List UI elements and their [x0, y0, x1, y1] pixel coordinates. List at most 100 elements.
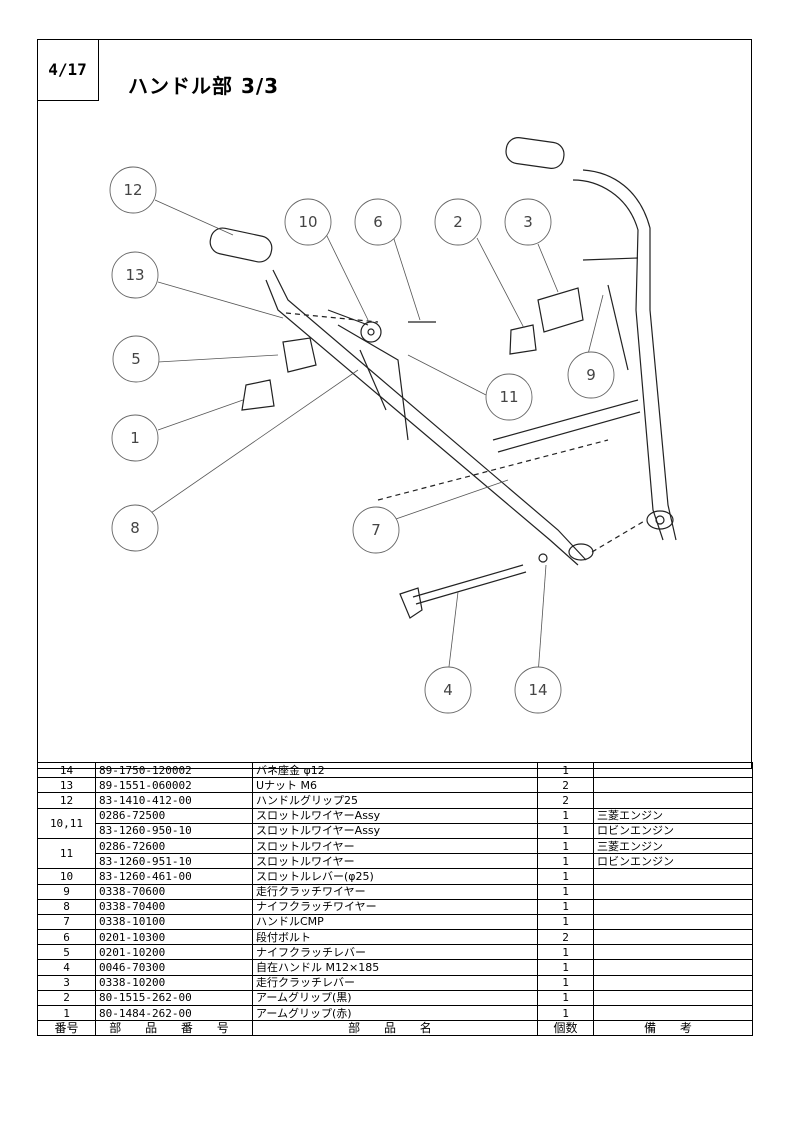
row-part-name: 走行クラッチワイヤー	[252, 883, 538, 900]
row-note	[593, 883, 753, 900]
row-part-no: 83-1260-461-00	[95, 868, 253, 885]
row-part-no: 83-1260-951-10	[95, 853, 253, 870]
spring-washer-part	[538, 553, 548, 563]
row-note: ロビンエンジン	[593, 853, 753, 870]
row-note	[593, 989, 753, 1007]
callout-circle-4	[424, 666, 472, 714]
header-note: 備 考	[593, 1020, 753, 1037]
header-part-name: 部 品 名	[252, 1020, 538, 1037]
row-part-name: 走行クラッチレバー	[252, 974, 538, 991]
callout-label: 3	[523, 213, 533, 231]
row-part-name: アームグリップ(赤)	[252, 1004, 538, 1022]
row-note: ロビンエンジン	[593, 822, 753, 839]
row-part-no: 0338-70600	[95, 883, 253, 900]
row-qty: 1	[537, 883, 594, 900]
callout-label: 2	[453, 213, 463, 231]
callout-circle-11	[485, 373, 533, 421]
row-no: 3	[37, 974, 96, 991]
callout-circle-10	[284, 198, 332, 246]
row-no: 10	[37, 868, 96, 885]
callout-circle-3	[504, 198, 552, 246]
header-no: 番号	[37, 1020, 96, 1037]
row-no: 10,11	[37, 807, 96, 839]
right-handle-bar	[572, 179, 664, 541]
callout-circle-14	[514, 666, 562, 714]
callout-circle-13	[111, 251, 159, 299]
callout-label: 5	[131, 350, 141, 368]
row-note	[593, 777, 753, 794]
row-qty: 1	[537, 959, 594, 976]
row-qty: 1	[537, 913, 594, 931]
parts-table: 14 89-1750-120002 バネ座金 φ12 1 13 89-1551-…	[37, 761, 753, 1037]
callout-label: 6	[373, 213, 383, 231]
row-no: 8	[37, 898, 96, 915]
row-note	[593, 959, 753, 976]
row-part-name: ナイフクラッチワイヤー	[252, 898, 538, 915]
row-note: 三菱エンジン	[593, 837, 753, 855]
row-part-name: ハンドルCMP	[252, 913, 538, 931]
row-no: 1	[37, 1004, 96, 1022]
row-part-name: Uナット M6	[252, 777, 538, 794]
row-note	[593, 792, 753, 809]
row-part-no: 0201-10300	[95, 929, 253, 946]
left-handle-joint	[568, 543, 594, 561]
row-qty: 1	[537, 853, 594, 870]
header-qty: 個数	[537, 1020, 594, 1037]
cross-bar	[492, 399, 639, 441]
row-part-no: 89-1750-120002	[95, 761, 253, 779]
exploded-parts-diagram: 12 10 6 2 3 13 5 1 8 7 9 11 4 14	[109, 137, 677, 714]
row-note: 三菱エンジン	[593, 807, 753, 824]
table-row: 6 0201-10300 段付ボルト 2	[37, 929, 753, 946]
table-row: 10 83-1260-461-00 スロットルレバー(φ25) 1	[37, 868, 753, 885]
callout-circle-12	[109, 166, 157, 214]
row-no: 9	[37, 883, 96, 900]
table-row: 7 0338-10100 ハンドルCMP 1	[37, 913, 753, 931]
row-no: 13	[37, 777, 96, 794]
table-row: 4 0046-70300 自在ハンドル M12×185 1	[37, 959, 753, 976]
row-note	[593, 898, 753, 915]
row-note	[593, 974, 753, 991]
row-part-no: 0201-10200	[95, 944, 253, 961]
callout-label: 12	[123, 181, 142, 199]
callout-label: 11	[499, 388, 518, 406]
callout-label: 4	[443, 681, 453, 699]
row-part-name: ナイフクラッチレバー	[252, 944, 538, 961]
row-part-no: 0338-70400	[95, 898, 253, 915]
row-part-name: ハンドルグリップ25	[252, 792, 538, 809]
knife-clutch-lever-part	[282, 337, 317, 373]
row-note	[593, 944, 753, 961]
arm-grip-red-part	[241, 379, 275, 411]
callout-label: 10	[298, 213, 317, 231]
row-part-name: 段付ボルト	[252, 929, 538, 946]
callout-label: 1	[130, 429, 140, 447]
row-no: 5	[37, 944, 96, 961]
row-part-name: 自在ハンドル M12×185	[252, 959, 538, 976]
table-row: 8 0338-70400 ナイフクラッチワイヤー 1	[37, 898, 753, 915]
row-qty: 1	[537, 974, 594, 991]
table-row: 2 80-1515-262-00 アームグリップ(黒) 1	[37, 989, 753, 1007]
row-part-name: アームグリップ(黒)	[252, 989, 538, 1007]
row-qty: 1	[537, 989, 594, 1007]
table-row: 13 89-1551-060002 Uナット M6 2	[37, 777, 753, 794]
row-note	[593, 1004, 753, 1022]
left-handle-bar	[272, 269, 587, 561]
arm-grip-black-part	[509, 324, 537, 355]
callout-label: 14	[528, 681, 547, 699]
callout-circle-2	[434, 198, 482, 246]
page-number: 4/17	[37, 39, 99, 101]
left-handle-grip	[209, 227, 273, 263]
table-row: 83-1260-950-10 スロットルワイヤーAssy 1 ロビンエンジン	[38, 822, 753, 839]
table-row: 10,11 0286-72500 スロットルワイヤーAssy 1 三菱エンジン	[37, 807, 753, 839]
right-handle-joint	[646, 510, 674, 530]
callout-label: 9	[586, 366, 596, 384]
right-handle-grip	[505, 137, 565, 169]
header-part-no: 部 品 番 号	[95, 1020, 253, 1037]
row-part-no: 0286-72600	[95, 837, 253, 855]
table-row: 3 0338-10200 走行クラッチレバー 1	[37, 974, 753, 991]
row-qty: 2	[537, 929, 594, 946]
row-qty: 1	[537, 822, 594, 839]
row-part-no: 0286-72500	[95, 807, 253, 824]
callout-circle-6	[354, 198, 402, 246]
table-row: 14 89-1750-120002 バネ座金 φ12 1	[37, 761, 753, 779]
row-part-no: 0046-70300	[95, 959, 253, 976]
